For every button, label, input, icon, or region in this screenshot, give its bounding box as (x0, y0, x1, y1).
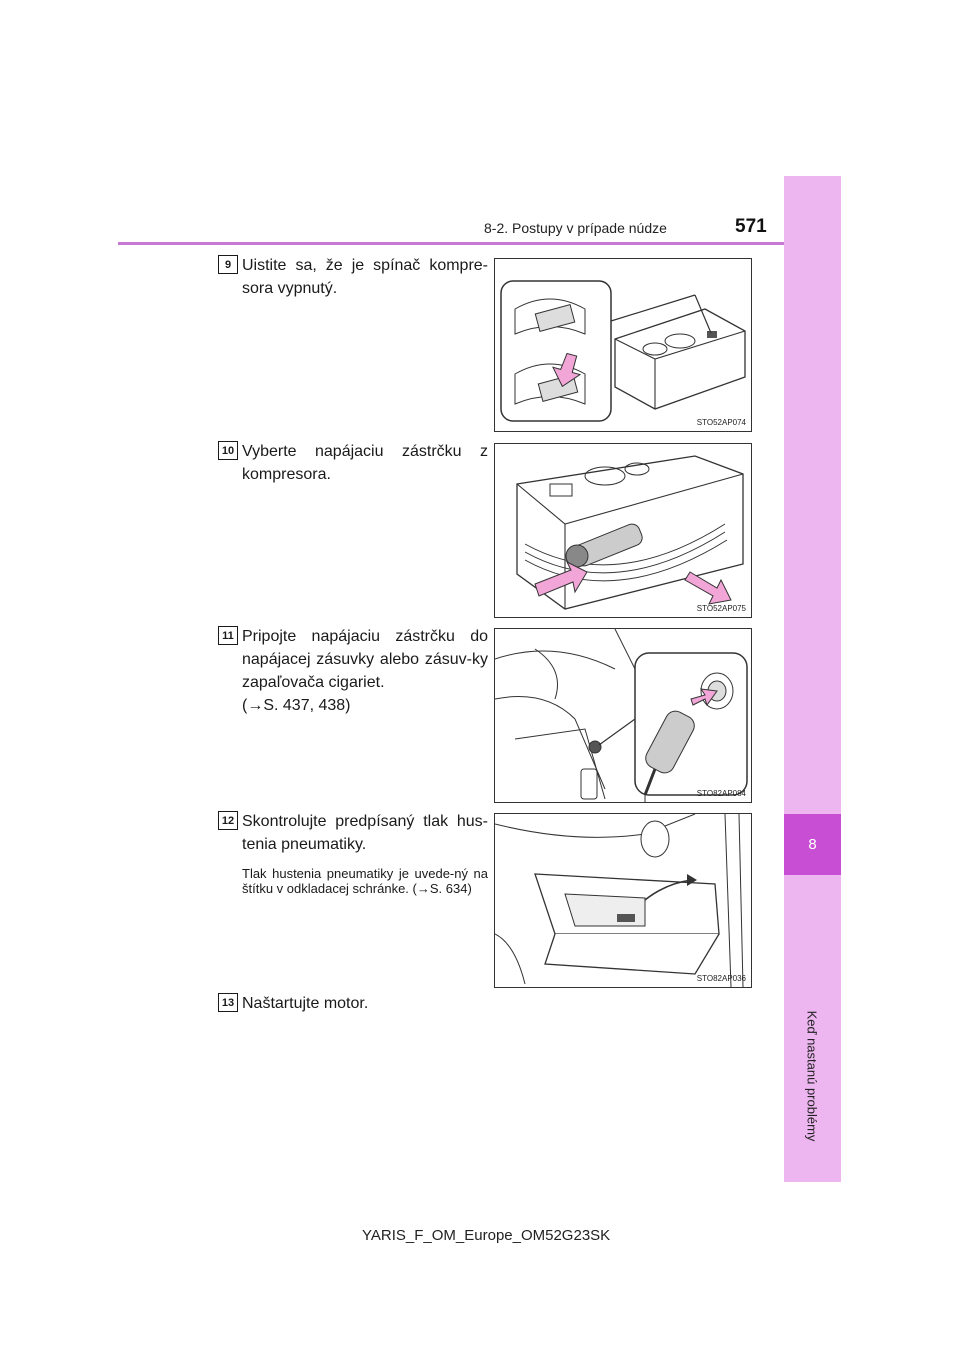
step-number-9: 9 (218, 255, 238, 274)
step-number-13: 13 (218, 993, 238, 1012)
header-divider (118, 242, 784, 245)
step-number-12: 12 (218, 811, 238, 830)
step-number-10: 10 (218, 441, 238, 460)
illustration-power-outlet: STO82AP084 (494, 628, 752, 803)
image-code-9: STO52AP074 (696, 418, 746, 427)
step-note-12: Tlak hustenia pneumatiky je uvede-ný na … (242, 866, 488, 896)
step-text-13: Naštartujte motor. (242, 995, 369, 1012)
illustration-glovebox-label: STO82AP036 (494, 813, 752, 988)
step-number-11: 11 (218, 626, 238, 645)
image-code-11: STO82AP084 (696, 789, 746, 798)
step-text-12: Skontrolujte predpísaný tlak hus-tenia p… (242, 810, 488, 896)
page-number: 571 (735, 216, 767, 237)
step-ref-11: (→S. 437, 438) (242, 697, 351, 714)
chapter-title: Keď nastanú problémy (804, 1010, 820, 1142)
step-text-10: Vyberte napájaciu zástrčku z kompresora. (242, 443, 488, 483)
step-text-11: Pripojte napájaciu zástrčku do napájacej… (242, 625, 488, 717)
illustration-compressor-switch: STO52AP074 (494, 258, 752, 432)
step-text-11-body: Pripojte napájaciu zástrčku do napájacej… (242, 628, 488, 691)
image-code-12: STO82AP036 (696, 974, 746, 983)
chapter-side-tab: 8 Keď nastanú problémy (784, 176, 841, 1182)
document-footer: YARIS_F_OM_Europe_OM52G23SK (362, 1227, 611, 1244)
step-text-9: Uistite sa, že je spínač kompre-sora vyp… (242, 257, 488, 297)
step-text-12-body: Skontrolujte predpísaný tlak hus-tenia p… (242, 813, 488, 853)
section-title: 8-2. Postupy v prípade núdze (484, 220, 667, 236)
chapter-number: 8 (784, 814, 841, 875)
image-code-10: STO52AP075 (696, 604, 746, 613)
illustration-remove-plug: STO52AP075 (494, 443, 752, 618)
